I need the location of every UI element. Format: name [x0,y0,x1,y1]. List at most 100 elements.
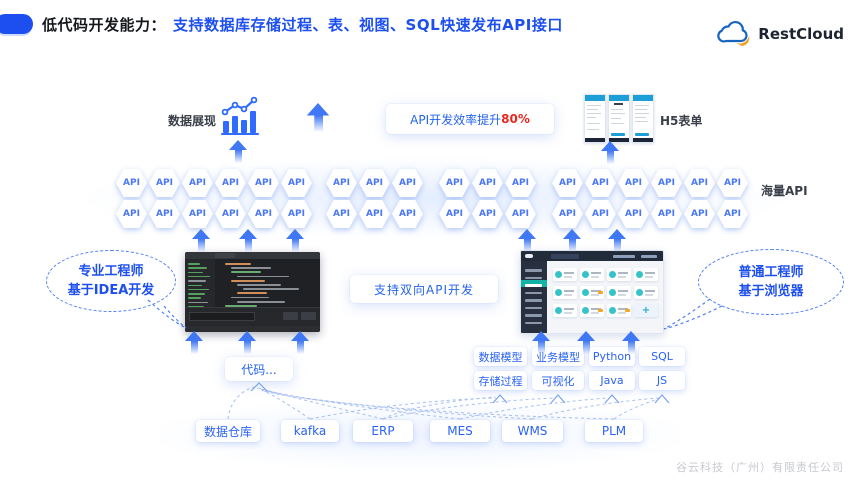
arrow-head [608,229,626,239]
arrow-tail [197,239,205,252]
page-title-highlight: 支持数据库存储过程、表、视图、SQL快速发布API接口 [173,16,563,34]
api-hexagon: API [585,200,616,228]
api-hexagon: API [326,200,357,228]
up-arrow [601,141,619,164]
logo-text: RestCloud [758,25,844,43]
source-box: MES [430,420,490,442]
arrow-tail [568,239,576,252]
up-arrow [532,331,550,354]
up-arrow [185,331,203,354]
plus-icon: + [641,304,651,316]
editor-search-panel [185,307,320,326]
restcloud-logo: RestCloud [715,18,844,50]
api-hexagon: API [472,169,503,197]
api-hexagon: API [215,200,246,228]
arrow-tail [291,239,299,252]
api-hexagon: API [215,169,246,197]
api-card-badge [598,291,603,294]
bubble-text-line: 专业工程师 [78,263,144,279]
up-arrow [518,229,536,252]
api-hexagon: API [392,169,423,197]
bubble-text-line: 普通工程师 [738,264,804,280]
arrow-tail [523,239,531,252]
api-hexagon: API [359,200,390,228]
api-hexagon: API [439,169,470,197]
api-card-icon [555,289,562,296]
api-hexagon: API [326,169,357,197]
api-card-icon [555,271,562,278]
api-card [607,286,631,299]
api-card-icon [609,289,616,296]
arrow-tail [537,341,545,354]
bubble-text-line: 基于IDEA开发 [67,283,155,298]
api-hexagon: API [248,169,279,197]
arrow-tail [613,239,621,252]
arrow-head [518,229,536,239]
capability-box: Python [589,347,635,366]
up-arrow [238,331,256,354]
api-card [553,304,577,317]
api-card-icon [582,289,589,296]
capability-box: SQL [639,347,685,366]
massive-api-label: 海量API [761,184,808,198]
api-card [553,286,577,299]
arrow-tail [606,151,614,164]
up-arrow [306,103,330,132]
api-hexagon: API [182,169,213,197]
api-hexagon: API [116,169,147,197]
api-card [634,268,658,281]
arrow-head [238,331,256,341]
up-arrow [622,331,640,354]
source-box: WMS [502,420,563,442]
arrow-head [622,331,640,341]
phone-mockup [632,94,654,143]
capability-box: 业务模型 [532,347,584,366]
arrow-head [306,103,330,116]
api-card-icon [636,271,643,278]
arrow-head [291,331,309,341]
ordinary-engineer-bubble: 普通工程师 基于浏览器 [698,249,844,315]
api-card [607,268,631,281]
web-ide-screenshot: + [520,250,664,334]
api-card [580,286,604,299]
api-hexagon: API [651,200,682,228]
source-box: 数据仓库 [196,420,260,442]
api-card-icon [609,271,616,278]
header-accent-pill [0,14,33,34]
arrow-tail [234,150,242,163]
editor-tabbar [185,252,320,259]
up-arrow [563,229,581,252]
arrow-head [286,229,304,239]
api-card-badge [625,309,630,312]
chart-icon [219,95,263,141]
api-hexagon: API [182,200,213,228]
efficiency-value: 80% [501,112,530,126]
capability-box: Java [589,371,635,390]
capability-box: 数据模型 [474,347,527,366]
arrow-head [601,141,619,151]
editor-statusbar [185,326,320,332]
arrow-head [239,229,257,239]
api-card [607,304,631,317]
up-arrow [286,229,304,252]
arrow-head [229,140,247,150]
up-arrow [291,331,309,354]
api-hexagon: API [281,169,312,197]
capability-box: 可视化 [532,371,584,390]
api-hexagon: API [552,169,583,197]
api-hexagon: API [684,200,715,228]
api-hexagon: API [392,200,423,228]
cloud-icon [715,18,753,50]
api-card [580,268,604,281]
api-card [553,268,577,281]
arrow-head [563,229,581,239]
api-hexagon: API [585,169,616,197]
add-api-card: + [634,304,658,317]
arrow-head [577,331,595,341]
api-hexagon: API [618,169,649,197]
arrow-tail [243,341,251,354]
idea-editor-screenshot [185,252,320,332]
